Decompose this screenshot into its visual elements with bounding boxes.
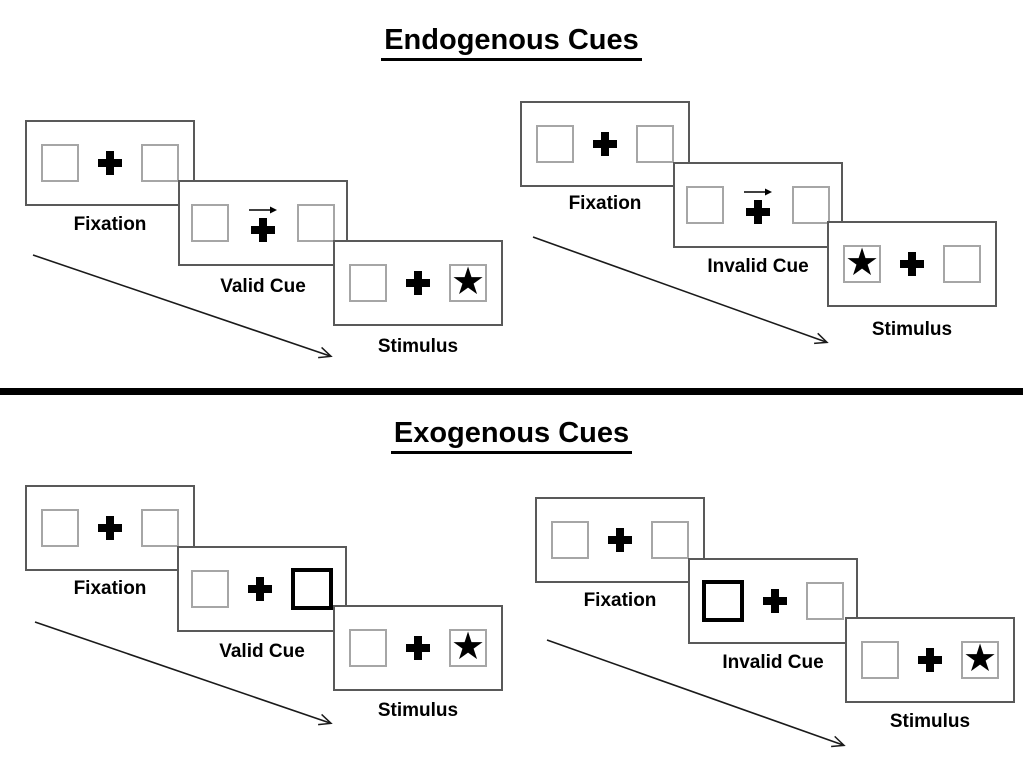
left-box	[349, 264, 387, 302]
panel-label: Invalid Cue	[707, 256, 809, 277]
left-box	[41, 144, 79, 182]
fixation-cross-icon	[746, 199, 770, 224]
fixation-cross-icon	[248, 577, 272, 601]
left-box	[349, 629, 387, 667]
timeline-arrow-exo-invalid	[546, 639, 846, 748]
panel-label: Invalid Cue	[722, 652, 824, 673]
left-box	[686, 186, 724, 224]
right-box	[141, 144, 179, 182]
panel-label: Stimulus	[377, 700, 459, 721]
fixation-cross-icon	[763, 589, 787, 613]
right-box: ★	[449, 626, 487, 668]
panel-label: Stimulus	[889, 711, 971, 732]
left-box	[551, 521, 589, 559]
panel-exo-invalid-stimulus: ★	[845, 617, 1015, 703]
left-box: ★	[843, 242, 881, 284]
fixation-cross-icon	[608, 528, 632, 552]
timeline-arrow-endo-invalid	[532, 236, 829, 345]
fixation-cross-icon	[98, 151, 122, 175]
cue-box-highlight	[291, 568, 333, 610]
fixation-cross-icon	[900, 252, 924, 276]
cue-box-highlight	[702, 580, 744, 622]
timeline-arrow-endo-valid	[32, 254, 333, 359]
panel-endo-valid-fixation	[25, 120, 195, 206]
star-stimulus-icon: ★	[962, 638, 998, 680]
panel-label: Valid Cue	[220, 276, 306, 297]
right-box	[141, 509, 179, 547]
right-box	[636, 125, 674, 163]
left-box	[191, 204, 229, 242]
right-box	[651, 521, 689, 559]
right-box	[943, 245, 981, 283]
left-box	[191, 570, 229, 608]
panel-exo-valid-stimulus: ★	[333, 605, 503, 691]
section-title-text: Exogenous Cues	[390, 417, 633, 455]
panel-endo-invalid-cue	[673, 162, 843, 248]
left-box	[41, 509, 79, 547]
left-box	[861, 641, 899, 679]
right-box	[792, 186, 830, 224]
right-box: ★	[449, 261, 487, 303]
section-title-text: Endogenous Cues	[381, 24, 642, 62]
right-box	[806, 582, 844, 620]
panel-endo-invalid-stimulus: ★	[827, 221, 997, 307]
section-divider	[0, 388, 1023, 395]
panel-exo-valid-cue	[177, 546, 347, 632]
panel-label: Fixation	[568, 193, 642, 214]
panel-label: Stimulus	[871, 319, 953, 340]
fixation-cross-icon	[98, 516, 122, 540]
panel-endo-valid-cue	[178, 180, 348, 266]
right-box	[297, 204, 335, 242]
cue-arrow-icon	[249, 206, 277, 213]
fixation-cross-icon	[251, 217, 275, 242]
timeline-arrow-exo-valid	[34, 621, 333, 726]
cue-arrow-icon	[744, 188, 772, 195]
star-stimulus-icon: ★	[844, 242, 880, 284]
section-title-exogenous: Exogenous Cues	[0, 417, 1023, 455]
panel-exo-invalid-fixation	[535, 497, 705, 583]
fixation-cross-icon	[593, 132, 617, 156]
panel-exo-invalid-cue	[688, 558, 858, 644]
fixation-cross-icon	[406, 271, 430, 295]
left-box	[536, 125, 574, 163]
panel-label: Stimulus	[377, 336, 459, 357]
fixation-cross-icon	[406, 636, 430, 660]
panel-exo-valid-fixation	[25, 485, 195, 571]
star-stimulus-icon: ★	[450, 261, 486, 303]
section-title-endogenous: Endogenous Cues	[0, 24, 1023, 62]
star-stimulus-icon: ★	[450, 626, 486, 668]
panel-endo-invalid-fixation	[520, 101, 690, 187]
panel-endo-valid-stimulus: ★	[333, 240, 503, 326]
panel-label: Fixation	[583, 590, 657, 611]
panel-label: Fixation	[73, 578, 147, 599]
panel-label: Valid Cue	[219, 641, 305, 662]
right-box: ★	[961, 638, 999, 680]
panel-label: Fixation	[73, 214, 147, 235]
fixation-cross-icon	[918, 648, 942, 672]
